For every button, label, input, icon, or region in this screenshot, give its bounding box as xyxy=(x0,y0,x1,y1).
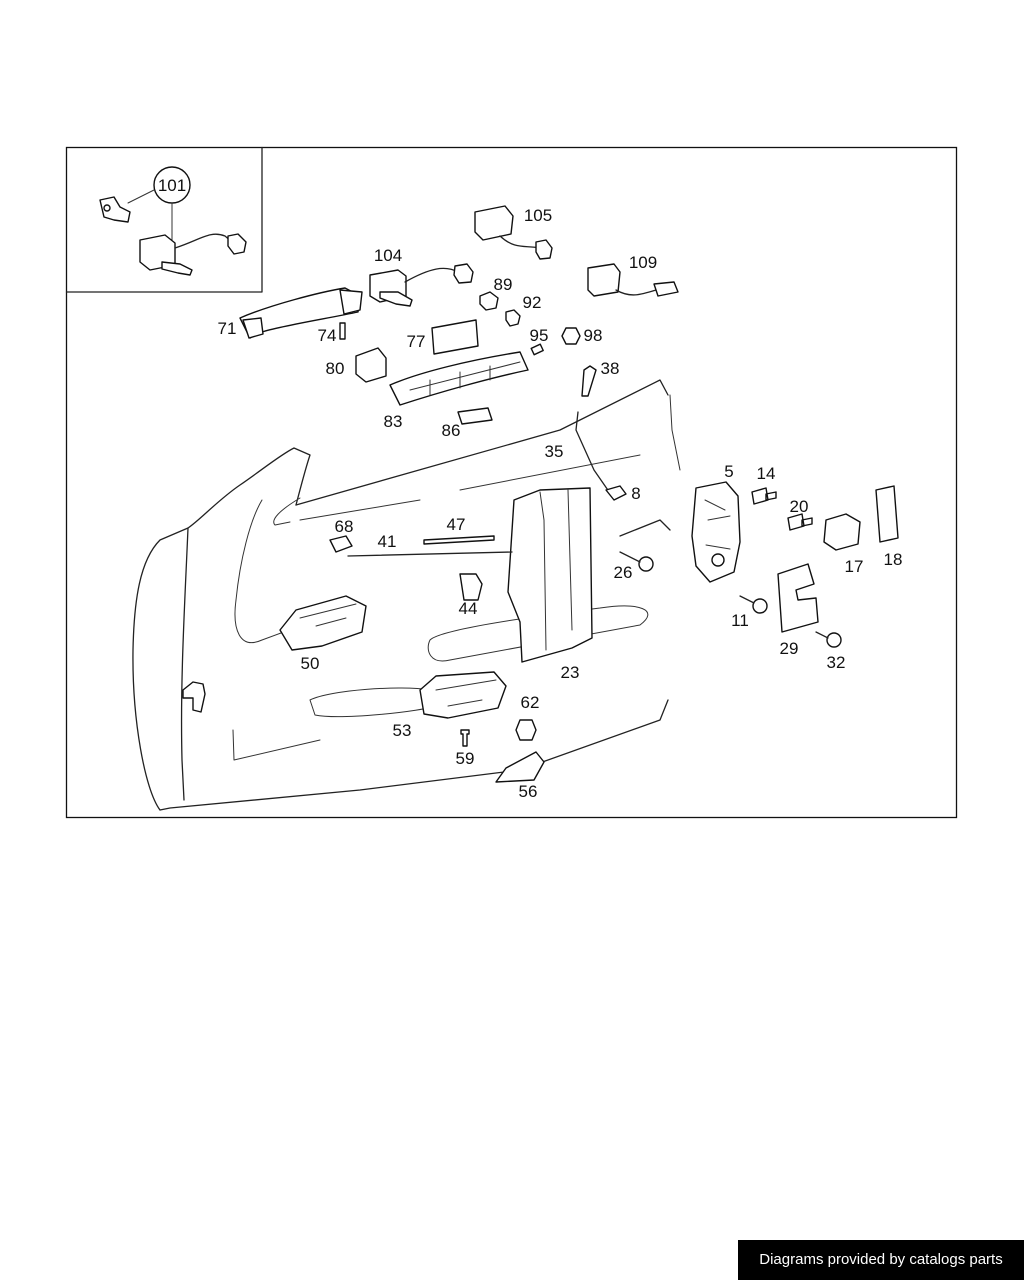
label-104: 104 xyxy=(374,246,402,265)
part-32-screw xyxy=(826,632,842,648)
label-50: 50 xyxy=(301,654,320,673)
part-59 xyxy=(460,729,470,747)
label-80: 80 xyxy=(326,359,345,378)
part-11-screw xyxy=(752,598,768,614)
credit-banner: Diagrams provided by catalogs parts xyxy=(738,1240,1024,1280)
label-77: 77 xyxy=(407,332,426,351)
label-17: 17 xyxy=(845,557,864,576)
label-74: 74 xyxy=(318,326,337,345)
label-92: 92 xyxy=(523,293,542,312)
part-35-rod xyxy=(575,411,613,497)
part-86 xyxy=(457,407,493,425)
part-56 xyxy=(495,751,545,783)
label-95: 95 xyxy=(530,326,549,345)
part-98 xyxy=(561,327,581,345)
label-98: 98 xyxy=(584,326,603,345)
part-92 xyxy=(505,309,521,327)
part-53-housing xyxy=(419,671,507,719)
label-23: 23 xyxy=(561,663,580,682)
label-68: 68 xyxy=(335,517,354,536)
part-62 xyxy=(515,719,537,741)
label-14: 14 xyxy=(757,464,776,483)
label-38: 38 xyxy=(601,359,620,378)
part-68 xyxy=(329,535,353,553)
part-5-door-lock xyxy=(691,481,741,583)
label-86: 86 xyxy=(442,421,461,440)
label-20: 20 xyxy=(790,497,809,516)
label-41: 41 xyxy=(378,532,397,551)
part-38 xyxy=(581,365,597,397)
label-26: 26 xyxy=(614,563,633,582)
label-59: 59 xyxy=(456,749,475,768)
part-104-lock-cylinder xyxy=(369,263,474,307)
label-83: 83 xyxy=(384,412,403,431)
label-105: 105 xyxy=(524,206,552,225)
label-5: 5 xyxy=(724,462,733,481)
label-29: 29 xyxy=(780,639,799,658)
part-29-bracket xyxy=(777,563,819,633)
part-44-clip xyxy=(459,573,483,601)
label-18: 18 xyxy=(884,550,903,569)
part-47 xyxy=(423,535,495,545)
label-109: 109 xyxy=(629,253,657,272)
label-56: 56 xyxy=(519,782,538,801)
part-77 xyxy=(431,319,479,355)
part-105-connector xyxy=(474,205,553,260)
part-8 xyxy=(605,485,627,501)
diagram-frame xyxy=(65,146,958,819)
label-32: 32 xyxy=(827,653,846,672)
door-panel xyxy=(132,379,681,811)
part-18-plate xyxy=(875,485,899,543)
label-35: 35 xyxy=(545,442,564,461)
part-26-screw xyxy=(638,556,654,572)
inset-callout-number: 101 xyxy=(158,176,186,195)
part-20-screw xyxy=(787,513,813,531)
part-95 xyxy=(530,343,544,356)
part-71-outer-handle xyxy=(239,287,363,339)
label-47: 47 xyxy=(447,515,466,534)
label-62: 62 xyxy=(521,693,540,712)
part-83-handle-carrier xyxy=(389,351,529,406)
label-8: 8 xyxy=(631,484,640,503)
part-89 xyxy=(479,291,499,311)
part-80 xyxy=(355,347,387,383)
part-17-striker xyxy=(823,513,861,551)
inset-box: 101 xyxy=(65,146,263,293)
part-labels: 105 104 109 89 92 71 74 77 95 98 80 38 8… xyxy=(218,206,903,801)
part-14-screw xyxy=(751,487,777,505)
part-50-housing xyxy=(279,595,367,651)
label-44: 44 xyxy=(459,599,478,618)
part-109-connector xyxy=(587,263,679,297)
label-11: 11 xyxy=(731,611,749,630)
label-53: 53 xyxy=(393,721,412,740)
label-71: 71 xyxy=(218,319,237,338)
part-23-cover xyxy=(507,487,593,663)
part-41-cable xyxy=(347,551,513,557)
label-89: 89 xyxy=(494,275,513,294)
